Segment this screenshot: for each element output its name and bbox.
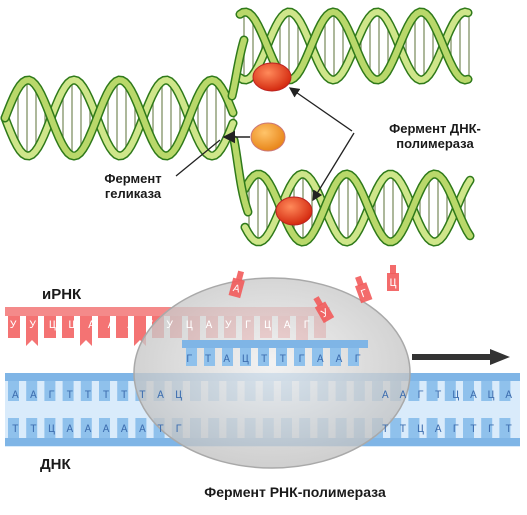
- helix-strand: [2, 76, 236, 160]
- dna-nucleotide-bottom: [26, 418, 38, 438]
- fork-strand: [229, 37, 247, 99]
- exposed-nucleotide: [276, 348, 287, 366]
- exposed-nucleotide: [258, 348, 269, 366]
- rna-polymerase-enzyme: [133, 277, 411, 469]
- dna-nucleotide-bottom: [135, 418, 147, 438]
- dna-nucleotide-bottom: [499, 418, 511, 438]
- dna-nucleotide-bottom: [117, 418, 129, 438]
- pointer-polymerase-upper: [288, 87, 353, 132]
- dna-nucleotide-top: [481, 381, 493, 401]
- pointer-polymerase-lower: [312, 132, 355, 202]
- dna-nucleotide-top: [44, 381, 56, 401]
- helicase-enzyme: [250, 122, 286, 152]
- dna-nucleotide-top: [426, 381, 438, 401]
- mrna-nucleotide: [62, 316, 74, 338]
- helicase-label: Фермент геликаза: [88, 171, 178, 202]
- dna-nucleotide-bottom: [44, 418, 56, 438]
- exposed-nucleotide: [330, 348, 341, 366]
- exposed-nucleotide: [186, 348, 197, 366]
- rna-polymerase-label: Фермент РНК-полимераза: [204, 484, 386, 500]
- mrna-nucleotide: [116, 316, 128, 338]
- mrna-nucleotide: [26, 316, 38, 346]
- dna-nucleotide-top: [463, 381, 474, 401]
- dna-nucleotide-bottom: [99, 418, 110, 438]
- dna-nucleotide-top: [99, 381, 110, 401]
- dna-nucleotide-top: [26, 381, 38, 401]
- fork-strand: [231, 137, 251, 215]
- mrna-nucleotide: [98, 316, 110, 338]
- dna-nucleotide-bottom: [62, 418, 74, 438]
- dna-nucleotide-top: [80, 381, 92, 401]
- right-arrow-icon: [412, 349, 510, 365]
- dna-nucleotide-bottom: [481, 418, 493, 438]
- exposed-nucleotide: [294, 348, 305, 366]
- helicase-label-line2: геликаза: [104, 185, 162, 201]
- free-nucleotide: А: [228, 270, 245, 299]
- replication-diagram: [0, 7, 475, 247]
- exposed-nucleotide: [240, 348, 251, 366]
- exposed-nucleotide: [348, 348, 359, 366]
- dna-nucleotide-top: [444, 381, 456, 401]
- dna-nucleotide-bottom: [80, 418, 92, 438]
- dna-nucleotide-top: [408, 381, 420, 401]
- dna-label: ДНК: [40, 456, 71, 473]
- exposed-dna-strand: [182, 340, 368, 348]
- dna-nucleotide-bottom: [390, 418, 402, 438]
- free-nucleotide-letter: А: [231, 283, 241, 296]
- exposed-nucleotide: [204, 348, 215, 366]
- dna-nucleotide-bottom: [463, 418, 474, 438]
- transcription-diagram: УГЦА УУЦЦАААГУЦАУГЦАГ ГТАЦТТГААГ ААГТТТТ…: [5, 265, 520, 469]
- free-nucleotide-letter: Ц: [390, 278, 397, 290]
- dna-polymerase-label: Фермент ДНК-полимераза: [389, 121, 481, 151]
- exposed-nucleotide: [312, 348, 323, 366]
- dna-polymerase-lower: [275, 196, 313, 226]
- mrna-nucleotide: [80, 316, 92, 346]
- free-nucleotide-letter: Г: [359, 288, 369, 302]
- dna-nucleotide-bottom: [426, 418, 438, 438]
- dna-polymerase-upper: [252, 62, 292, 92]
- dna-nucleotide-top: [8, 381, 19, 401]
- free-nucleotide: Ц: [387, 265, 399, 291]
- dna-nucleotide-top: [117, 381, 129, 401]
- dna-nucleotide-top: [62, 381, 74, 401]
- mrna-nucleotide: [8, 316, 20, 338]
- exposed-base-ticks: [186, 348, 359, 366]
- exposed-nucleotide: [222, 348, 233, 366]
- mrna-nucleotide: [44, 316, 56, 338]
- dna-nucleotide-bottom: [408, 418, 420, 438]
- pointer-helicase: [175, 139, 221, 177]
- dna-nucleotide-top: [499, 381, 511, 401]
- mrna-label: иРНК: [42, 286, 82, 303]
- free-nucleotide: Г: [354, 275, 373, 304]
- helicase-label-line1: Фермент: [104, 171, 162, 186]
- dna-nucleotide-bottom: [444, 418, 456, 438]
- dna-nucleotide-bottom: [8, 418, 19, 438]
- helix-strand: [2, 76, 236, 160]
- free-nucleotide: У: [313, 296, 335, 324]
- free-nucleotides: У Г Ц А: [228, 265, 399, 324]
